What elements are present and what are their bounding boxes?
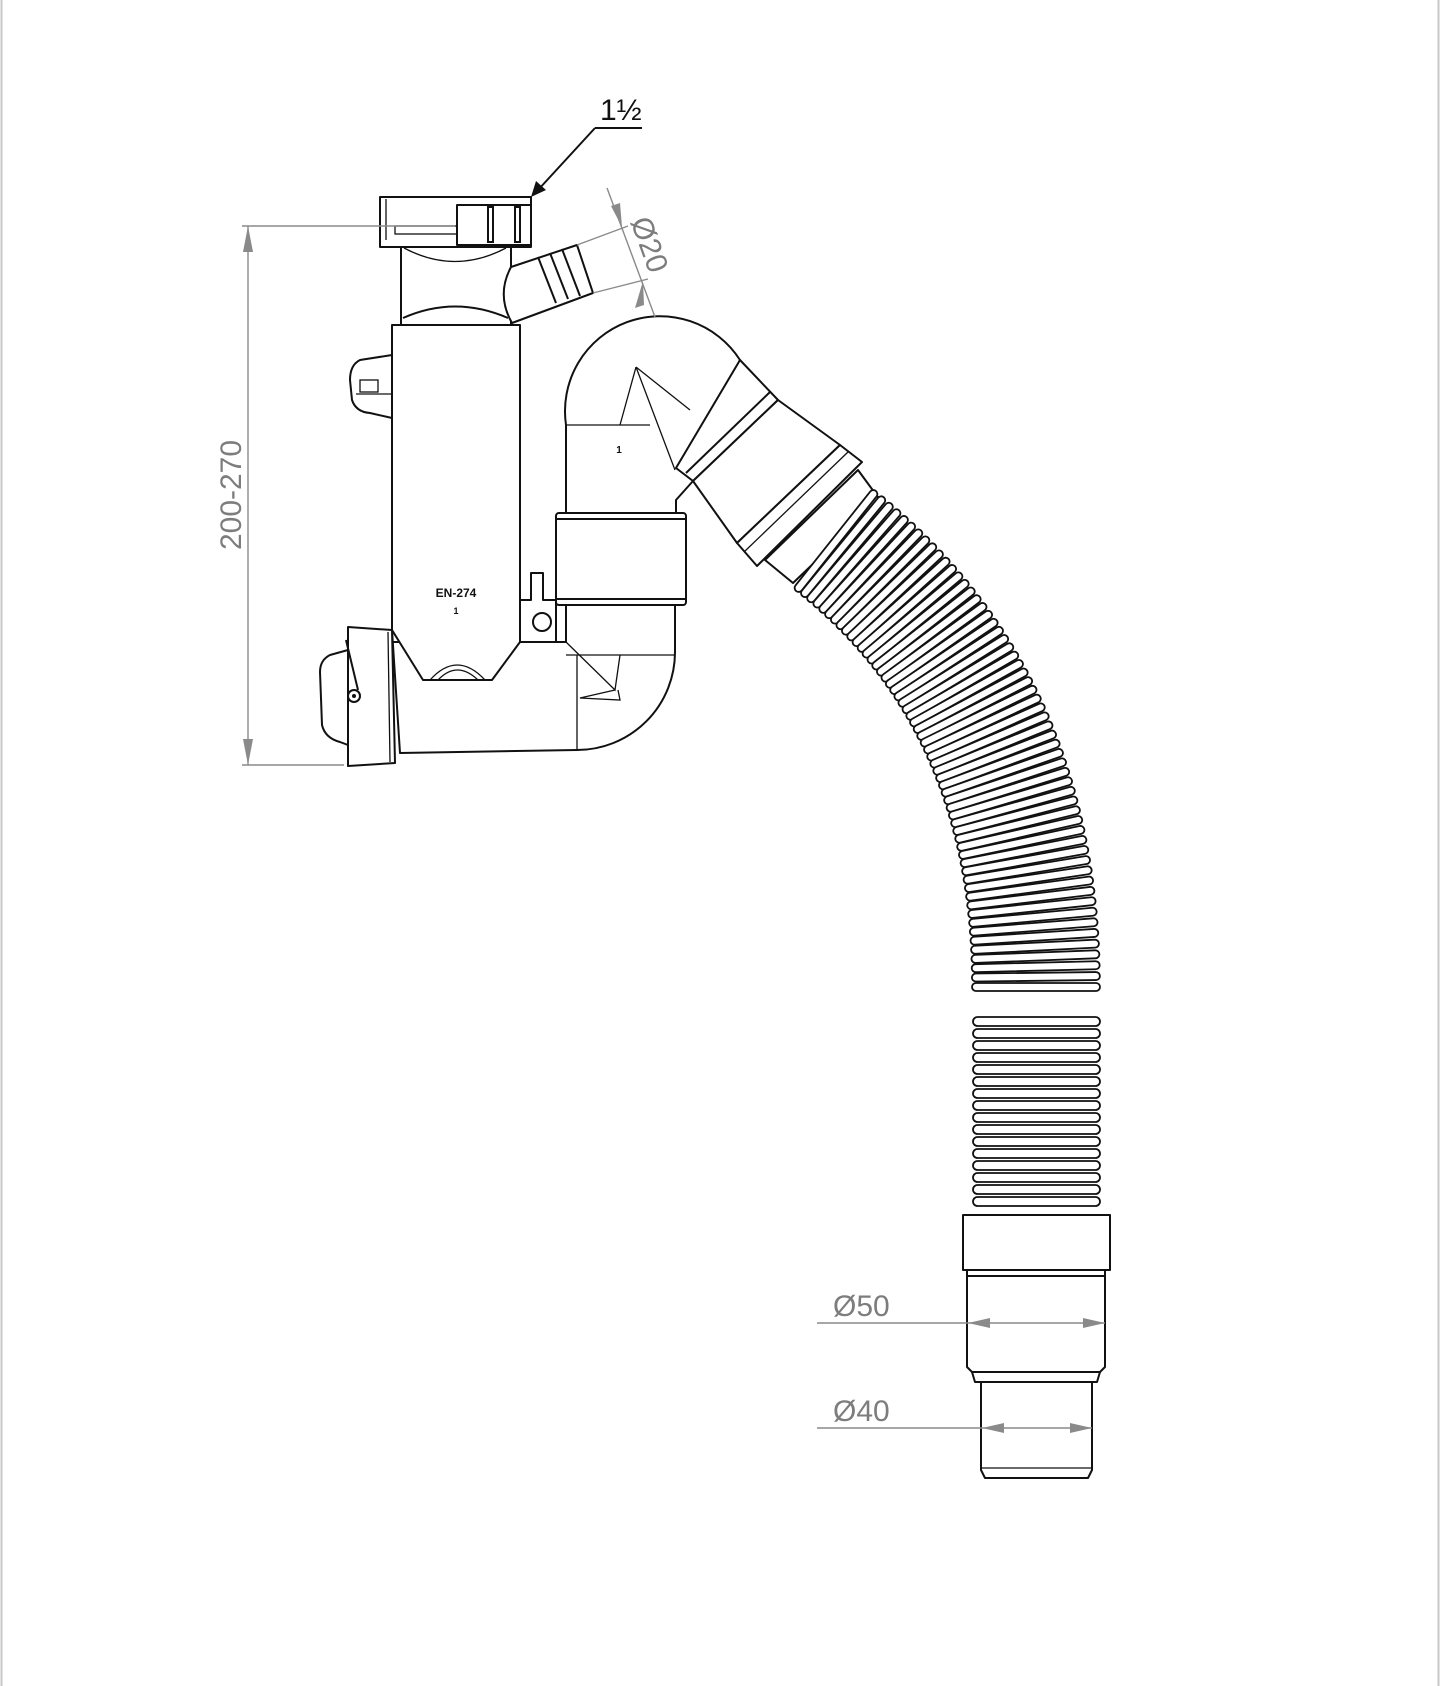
hose-rib (972, 1160, 1101, 1171)
hose-rib (962, 855, 1091, 885)
hose-rib (972, 1184, 1101, 1195)
outlet-50-label: Ø50 (833, 1290, 890, 1323)
body-part-marking: 1 (453, 606, 458, 616)
hose-rib (972, 1124, 1101, 1135)
hose-rib (972, 1112, 1101, 1123)
elbow-part-marking: 1 (616, 445, 622, 456)
hose-rib (954, 805, 1081, 844)
hose-rib (972, 1100, 1101, 1111)
hose-rib (972, 1076, 1101, 1087)
hose-rib (964, 865, 1093, 893)
hose-rib (972, 1016, 1101, 1027)
hose-rib (812, 508, 902, 609)
hose-rib (806, 501, 894, 604)
inlet-assembly (379, 196, 594, 326)
hose-rib (972, 1052, 1101, 1063)
thread-size-label: 1½ (600, 94, 642, 127)
hose-rib (972, 1148, 1101, 1159)
height-dimension: 200-270 (215, 225, 455, 766)
hose-rib (969, 928, 1100, 946)
hose-rib (830, 528, 924, 625)
hose-rib (950, 785, 1076, 829)
hose-rib (972, 1040, 1101, 1051)
hose-rib (968, 917, 1099, 937)
thread-size-callout: 1½ (531, 94, 642, 197)
trap-body (319, 324, 676, 767)
hose-rib (970, 938, 1100, 955)
hose-rib (972, 1196, 1101, 1207)
hose-rib (970, 949, 1101, 964)
outlet-40-dimension: Ø40 (817, 1395, 1092, 1433)
hose-rib (940, 748, 1064, 798)
hose-rib (972, 1088, 1101, 1099)
hose-rib (793, 489, 879, 593)
hose-rib (800, 495, 887, 598)
hose-rib (948, 776, 1073, 821)
hose-rib (972, 1172, 1101, 1183)
inlet-diameter-label: Ø20 (624, 212, 674, 277)
hose-rib (967, 896, 1097, 919)
hose-rib (961, 845, 1090, 877)
hose-rib (970, 960, 1101, 974)
hose-rib (952, 795, 1079, 836)
hose-rib (943, 757, 1067, 806)
hose-rib (966, 885, 1096, 911)
hose-rib (971, 982, 1101, 992)
hose-rib (972, 1028, 1101, 1039)
hose-rib (972, 1064, 1101, 1075)
hose-rib (959, 835, 1088, 868)
hose-rib (958, 825, 1086, 860)
hose-rib (824, 521, 916, 620)
corrugated-hose (793, 489, 1101, 1207)
standard-marking: EN-274 (436, 586, 477, 600)
inlet-diameter-dimension: Ø20 (576, 187, 674, 318)
hose-rib (968, 906, 1098, 928)
hose-rib (971, 971, 1101, 983)
outlet-40-label: Ø40 (833, 1395, 890, 1428)
outlet-50-dimension: Ø50 (817, 1290, 1105, 1328)
hose-rib (965, 875, 1094, 902)
outlet-fittings (962, 1214, 1111, 1479)
height-range-label: 200-270 (215, 440, 248, 550)
hose-rib (972, 1136, 1101, 1147)
elbow-assembly (555, 315, 881, 606)
hose-rib (956, 815, 1084, 852)
